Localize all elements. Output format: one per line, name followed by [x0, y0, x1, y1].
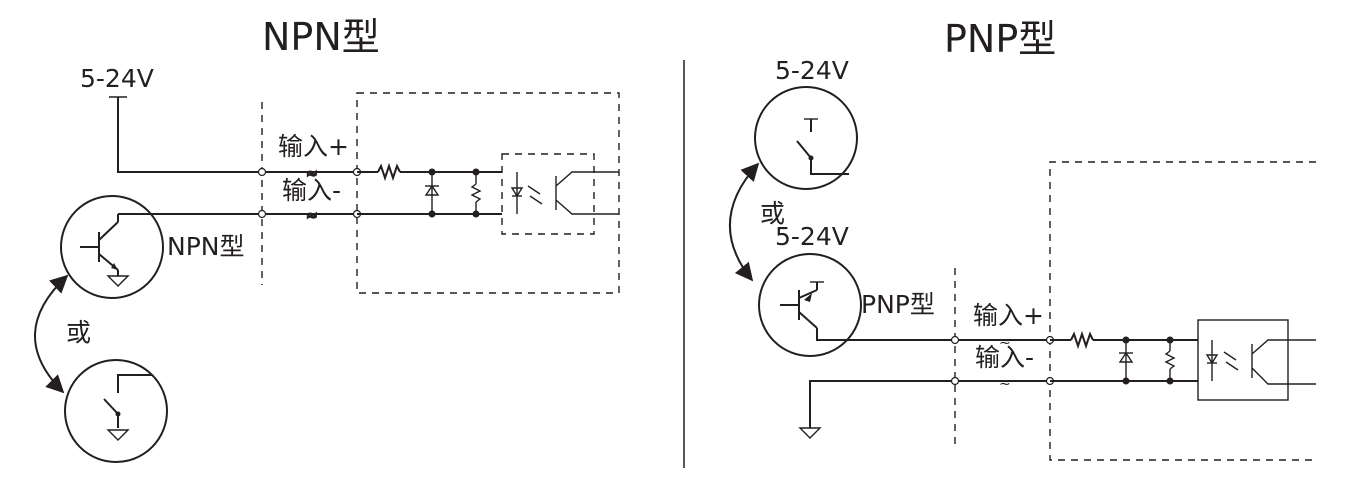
- zener-diode-icon: [424, 184, 440, 196]
- npn-input-plus-label: 输入+: [278, 132, 349, 161]
- optocoupler-box: [1197, 319, 1289, 401]
- pnp-input-minus-label: 输入-: [975, 343, 1034, 372]
- npn-sensor-label: NPN型: [167, 232, 244, 261]
- resistor-icon: [377, 162, 401, 182]
- resistor-icon: [470, 183, 482, 203]
- terminal-node: [950, 335, 960, 345]
- pnp-ground-wire: [809, 380, 955, 428]
- svg-text:≈: ≈: [999, 334, 1011, 350]
- pnp-supply-bottom-label: 5-24V: [775, 222, 849, 251]
- npn-diagram: NPN型 5-24V NPN型 或: [34, 15, 620, 463]
- terminal-node: [950, 376, 960, 386]
- pnp-sensor-circle: [758, 253, 862, 357]
- pnp-switch-icon: [796, 118, 849, 175]
- pnp-or-label: 或: [760, 199, 785, 228]
- pnp-or-arrow: [729, 162, 760, 282]
- npn-device-box: [356, 92, 620, 294]
- npn-supply-label: 5-24V: [80, 64, 154, 93]
- pnp-device-box: [1049, 161, 1316, 461]
- pnp-title: PNP型: [944, 17, 1056, 61]
- terminal-node: [257, 209, 267, 219]
- svg-text:≈: ≈: [999, 375, 1011, 391]
- terminal-node: [257, 167, 267, 177]
- pnp-sensor-label: PNP型: [861, 290, 935, 319]
- npn-supply-wire: [117, 97, 262, 173]
- led-icon: [510, 187, 524, 198]
- pnp-input-circuit: [1050, 319, 1316, 401]
- ground-icon: [106, 275, 130, 287]
- npn-title: NPN型: [262, 15, 380, 59]
- svg-text:≈: ≈: [306, 166, 318, 182]
- ground-icon: [798, 427, 822, 439]
- npn-switch-circle: [64, 359, 168, 463]
- npn-or-label: 或: [66, 318, 91, 347]
- npn-transistor-icon: [80, 214, 130, 287]
- pnp-diagram: PNP型 5-24V 或 5-24V PNP型: [729, 17, 1316, 461]
- pnp-input-plus-label: 输入+: [973, 301, 1044, 330]
- npn-sensor-circle: [60, 195, 164, 299]
- npn-input-circuit: [357, 153, 619, 235]
- optocoupler-box: [501, 153, 595, 235]
- pnp-switch-circle: [754, 86, 858, 190]
- npn-or-arrow: [34, 274, 69, 394]
- pnp-supply-top-label: 5-24V: [775, 56, 849, 85]
- resistor-icon: [1070, 330, 1094, 350]
- npn-input-minus-label: 输入-: [282, 176, 341, 205]
- svg-text:≈: ≈: [306, 208, 318, 224]
- zener-diode-icon: [1118, 351, 1134, 363]
- npn-switch-icon: [103, 374, 152, 441]
- pnp-transistor-icon: [780, 281, 955, 341]
- led-icon: [1205, 354, 1219, 365]
- resistor-icon: [1164, 350, 1176, 370]
- ground-icon: [106, 429, 130, 441]
